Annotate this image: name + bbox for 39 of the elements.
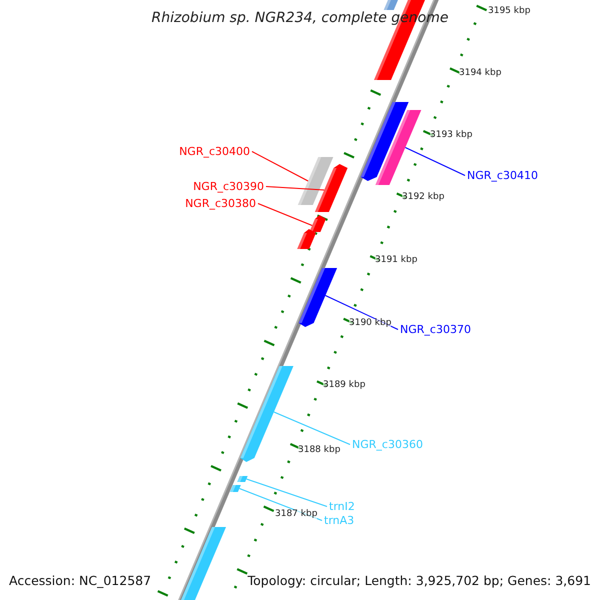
scale-label: 3193 kbp xyxy=(430,131,472,140)
gene-feature xyxy=(240,366,294,462)
gene-feature xyxy=(178,527,226,600)
gene-label: NGR_c30360 xyxy=(352,439,423,450)
scale-label: 3194 kbp xyxy=(459,69,502,78)
genome-summary: Topology: circular; Length: 3,925,702 bp; Genes: 3,691 xyxy=(248,575,591,588)
scale-label: 3195 kbp xyxy=(488,7,530,16)
leader-line xyxy=(252,151,309,182)
gene-label: trnA3 xyxy=(324,515,354,526)
gene-label: NGR_c30370 xyxy=(400,324,471,335)
leader-line xyxy=(266,186,325,190)
gene-feature xyxy=(314,164,348,212)
gene-feature xyxy=(384,0,400,10)
gene-feature xyxy=(360,102,409,181)
gene-feature xyxy=(375,110,422,185)
gene-label: NGR_c30380 xyxy=(185,198,256,209)
gene-feature xyxy=(237,476,248,482)
gene-label: NGR_c30410 xyxy=(467,170,538,181)
scale-label: 3187 kbp xyxy=(275,510,318,519)
gene-feature xyxy=(309,215,326,232)
gene-feature xyxy=(298,157,334,205)
leader-line xyxy=(324,295,398,330)
gene-feature xyxy=(298,268,338,327)
leader-line xyxy=(404,147,466,176)
leader-line xyxy=(273,412,350,445)
gene-feature xyxy=(230,485,241,492)
leader-line xyxy=(246,478,328,507)
gene-label: NGR_c30400 xyxy=(179,146,250,157)
scale-label: 3189 kbp xyxy=(323,381,366,390)
accession-text: Accession: NC_012587 xyxy=(9,575,152,588)
gene-feature xyxy=(297,229,316,249)
gene-label: trnI2 xyxy=(329,501,355,512)
leader-line xyxy=(258,203,313,226)
leader-line xyxy=(238,488,322,521)
gene-label: NGR_c30390 xyxy=(193,181,264,192)
scale-label: 3192 kbp xyxy=(402,193,444,202)
scale-label: 3190 kbp xyxy=(349,319,392,328)
scale-label: 3188 kbp xyxy=(298,446,340,455)
scale-label: 3191 kbp xyxy=(375,256,418,265)
